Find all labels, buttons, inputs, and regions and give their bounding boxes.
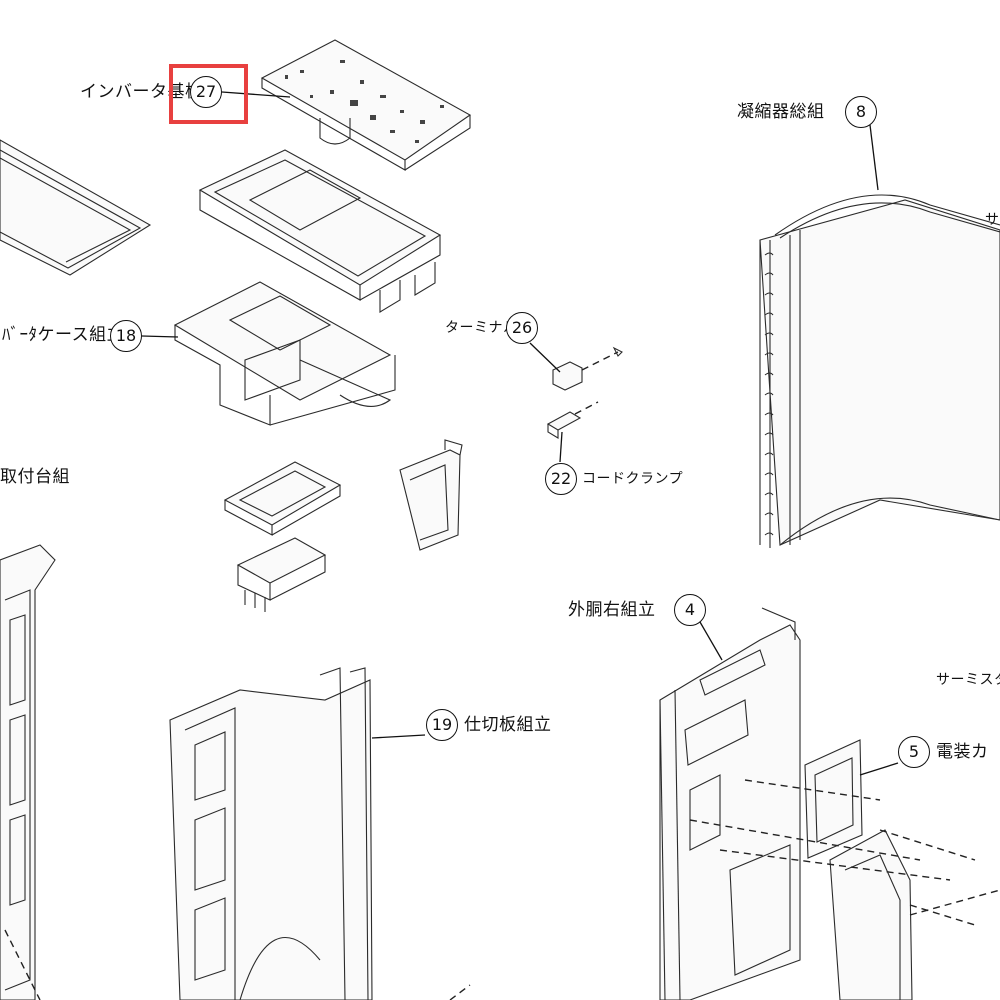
partition-drawing	[169, 667, 373, 1000]
inverter-board-number[interactable]: 27	[190, 76, 222, 108]
heatsink-drawing	[236, 537, 327, 612]
condenser-number[interactable]: 8	[845, 96, 877, 128]
bracket-drawing	[399, 439, 463, 551]
outer-right-drawing	[659, 607, 801, 1000]
inverter-case-number[interactable]: 18	[110, 320, 142, 352]
electrical-cover-drawing	[804, 739, 863, 859]
cord-clamp-label: コードクランプ	[582, 471, 684, 487]
board-frame-drawing	[198, 149, 442, 313]
left-assembly-drawing	[0, 544, 56, 1000]
partition-number[interactable]: 19	[426, 709, 458, 741]
electrical-cover-number[interactable]: 5	[898, 736, 930, 768]
thermistor-label-top: サー	[985, 212, 1000, 228]
outer-right-label: 外胴右組立	[568, 600, 656, 620]
leader-lines	[141, 91, 899, 776]
terminal-drawing	[552, 346, 623, 391]
panel-drawing	[0, 139, 152, 276]
thermistor-label: サーミスタ組	[936, 672, 1000, 688]
highlight-box	[169, 64, 248, 124]
condenser-drawing	[759, 194, 1000, 548]
cord-clamp-drawing	[546, 401, 599, 439]
tray-drawing	[223, 461, 342, 536]
outer-right-number[interactable]: 4	[674, 594, 706, 626]
cord-clamp-number[interactable]: 22	[545, 463, 577, 495]
inverter-case-drawing	[173, 281, 396, 426]
inverter-board-drawing	[260, 39, 472, 171]
right-box-drawing	[829, 829, 913, 1000]
electrical-cover-label: 電装カ	[936, 742, 989, 762]
terminal-label: ターミナル	[445, 320, 518, 336]
condenser-label: 凝縮器総組	[737, 102, 825, 122]
mount-base-label: 取付台組	[0, 467, 70, 487]
partition-label: 仕切板組立	[464, 715, 552, 735]
terminal-number[interactable]: 26	[506, 312, 538, 344]
inverter-case-label: ﾊﾞｰﾀケース組立	[2, 325, 125, 345]
assembly-lines	[449, 779, 1000, 1000]
